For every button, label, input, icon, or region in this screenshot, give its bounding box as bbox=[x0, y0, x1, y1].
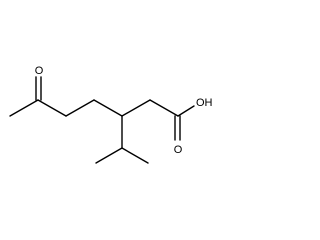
bond-isopropyl-methyl-right bbox=[121, 147, 149, 164]
bond-acid-c-oh bbox=[177, 105, 195, 117]
atom-label-acid-carbonyl-oxygen: O bbox=[174, 144, 183, 156]
bond-ch2-to-ch2 bbox=[65, 99, 95, 117]
bond-isopropyl-methyl-left bbox=[95, 147, 123, 164]
bond-ch2-to-methine bbox=[93, 99, 123, 117]
bond-methine-to-ch2 bbox=[121, 99, 151, 117]
atom-label-ketone-oxygen: O bbox=[35, 65, 44, 77]
atom-label-acid-hydroxyl: OH bbox=[196, 97, 213, 109]
structure-canvas: O OH O bbox=[9, 65, 213, 164]
skeletal-formula: O OH O bbox=[9, 65, 213, 164]
bond-ch2-to-acid-carbon bbox=[149, 99, 179, 117]
bond-methyl-ketone-carbon bbox=[9, 99, 39, 117]
bond-ketone-to-ch2 bbox=[37, 99, 67, 117]
